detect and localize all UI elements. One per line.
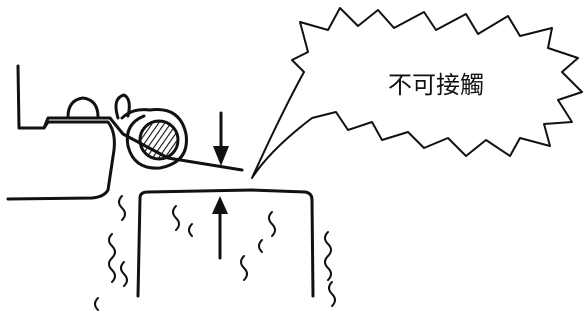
- screw-head: [66, 96, 100, 119]
- spring-clip: [114, 93, 188, 170]
- callout-text: 不可接觸: [388, 71, 484, 99]
- heat-waves: [94, 195, 336, 311]
- gap-arrows: [212, 111, 229, 260]
- hot-surface: [136, 188, 315, 298]
- upper-housing: [6, 64, 244, 201]
- coil-roller: [138, 119, 180, 161]
- speech-bubble: [251, 7, 583, 179]
